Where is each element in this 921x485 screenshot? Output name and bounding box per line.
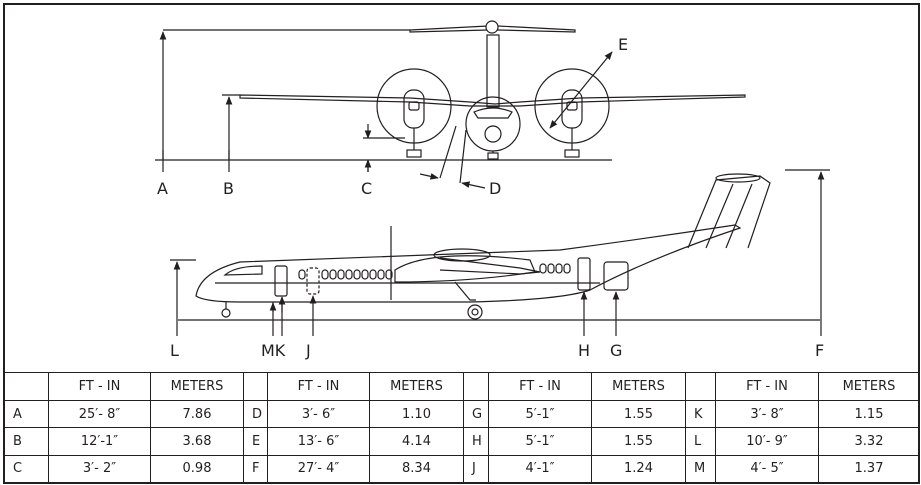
label-G: G: [610, 341, 622, 360]
label-L: L: [170, 341, 179, 360]
table-header-cell: [685, 371, 716, 402]
table-header-cell: METERS: [818, 371, 920, 402]
label-C: C: [361, 179, 372, 198]
cabin-windows-rear: [539, 263, 571, 274]
ft-in-cell: 4′- 5″: [715, 454, 819, 484]
side-view: [170, 169, 830, 336]
meters-cell: 0.98: [150, 454, 244, 484]
table-header-cell: [4, 371, 49, 402]
dimension-letter-cell: B: [4, 427, 49, 456]
ft-in-cell: 25′- 8″: [48, 400, 151, 429]
meters-cell: 4.14: [369, 427, 464, 456]
dimension-letter-cell: L: [685, 427, 716, 456]
table-header-cell: [243, 371, 268, 402]
meters-cell: 1.15: [818, 400, 920, 429]
ft-in-cell: 5′-1″: [488, 400, 592, 429]
dimension-letter-cell: G: [463, 400, 489, 429]
ft-in-cell: 13′- 6″: [267, 427, 370, 456]
ft-in-cell: 5′-1″: [488, 427, 592, 456]
dimension-letter-cell: J: [463, 454, 489, 484]
dimension-letter-cell: M: [685, 454, 716, 484]
front-view: [155, 20, 746, 189]
ft-in-cell: 4′-1″: [488, 454, 592, 484]
dimension-letter-cell: K: [685, 400, 716, 429]
label-F: F: [815, 341, 824, 360]
table-header-cell: FT - IN: [267, 371, 370, 402]
ft-in-cell: 12′-1″: [48, 427, 151, 456]
label-A: A: [157, 179, 168, 198]
dimension-letter-cell: A: [4, 400, 49, 429]
dimension-letter-cell: D: [243, 400, 268, 429]
ft-in-cell: 3′- 6″: [267, 400, 370, 429]
table-header-cell: FT - IN: [48, 371, 151, 402]
figure-frame: [3, 3, 920, 484]
dimension-letter-cell: H: [463, 427, 489, 456]
meters-cell: 3.32: [818, 427, 920, 456]
dimension-letter-cell: C: [4, 454, 49, 484]
ft-in-cell: 27′- 4″: [267, 454, 370, 484]
label-MK: MK: [261, 341, 286, 360]
meters-cell: 1.24: [591, 454, 686, 484]
ft-in-cell: 10′- 9″: [715, 427, 819, 456]
table-header-cell: FT - IN: [715, 371, 819, 402]
dimension-letter-cell: F: [243, 454, 268, 484]
label-B: B: [223, 179, 234, 198]
ft-in-cell: 3′- 2″: [48, 454, 151, 484]
dimension-letter-cell: E: [243, 427, 268, 456]
label-J: J: [305, 341, 311, 360]
table-header-cell: METERS: [150, 371, 244, 402]
table-header-cell: METERS: [369, 371, 464, 402]
table-header-cell: FT - IN: [488, 371, 592, 402]
meters-cell: 1.55: [591, 427, 686, 456]
meters-cell: 7.86: [150, 400, 244, 429]
meters-cell: 8.34: [369, 454, 464, 484]
ft-in-cell: 3′- 8″: [715, 400, 819, 429]
label-D: D: [489, 179, 501, 198]
meters-cell: 1.37: [818, 454, 920, 484]
label-E: E: [618, 35, 628, 54]
label-H: H: [578, 341, 590, 360]
table-header-cell: METERS: [591, 371, 686, 402]
table-header-cell: [463, 371, 489, 402]
dimension-labels: A B C D E L MK J H G F: [157, 35, 824, 360]
meters-cell: 1.10: [369, 400, 464, 429]
meters-cell: 1.55: [591, 400, 686, 429]
cabin-windows-front: [298, 269, 393, 280]
meters-cell: 3.68: [150, 427, 244, 456]
aircraft-dimension-drawing: A B C D E L MK J H G F: [155, 20, 830, 360]
